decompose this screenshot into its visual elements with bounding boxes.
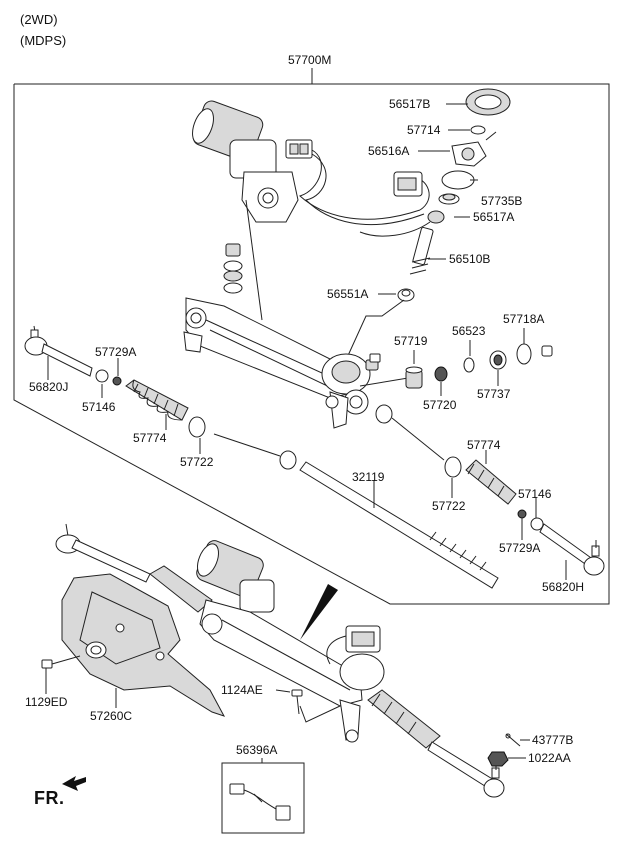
part-label-57729A-right[interactable]: 57729A — [499, 541, 541, 555]
boot-left — [125, 379, 206, 438]
leader-56551A — [345, 299, 405, 361]
part-label-57774-right[interactable]: 57774 — [467, 438, 501, 452]
front-direction-label: FR. — [34, 788, 65, 808]
part-label-56820H[interactable]: 56820H — [542, 580, 585, 594]
part-label-57722-right[interactable]: 57722 — [432, 499, 466, 513]
inner-tie-rod-left — [213, 433, 297, 470]
drivetrain-label: (2WD) — [20, 12, 58, 27]
part-label-1124AE[interactable]: 1124AE — [221, 683, 263, 697]
part-label-56820J[interactable]: 56820J — [29, 380, 69, 394]
pinion-parts — [397, 88, 511, 302]
tie-rod-end-right — [539, 523, 605, 576]
cotter-pin-and-nut — [487, 733, 521, 767]
rack-bar — [299, 461, 499, 589]
part-label-57718A[interactable]: 57718A — [503, 312, 545, 326]
harness-box — [221, 762, 305, 834]
part-label-56510B[interactable]: 56510B — [449, 252, 491, 266]
part-label-57720[interactable]: 57720 — [423, 398, 457, 412]
part-label-57722-left[interactable]: 57722 — [180, 455, 214, 469]
inner-tie-rod-right — [375, 404, 445, 461]
part-label-57735B[interactable]: 57735B — [481, 194, 523, 208]
part-label-56516A[interactable]: 56516A — [368, 144, 410, 158]
part-label-57146-left[interactable]: 57146 — [82, 400, 116, 414]
assembly-arrow — [300, 584, 338, 640]
leader-motor — [245, 199, 263, 321]
part-label-56517B[interactable]: 56517B — [389, 97, 431, 111]
part-label-57146-right[interactable]: 57146 — [518, 487, 552, 501]
steering-type-label: (MDPS) — [20, 33, 67, 48]
part-label-1129ED[interactable]: 1129ED — [25, 695, 68, 709]
heat-shield — [61, 573, 226, 717]
rack-end-parts — [405, 343, 553, 389]
assembled-view — [55, 523, 505, 798]
bolt-1124AE — [291, 689, 341, 723]
wiring-harness — [299, 149, 431, 237]
part-label-57737[interactable]: 57737 — [477, 387, 511, 401]
part-label-57260C[interactable]: 57260C — [90, 709, 133, 723]
mount-bushings — [223, 243, 243, 294]
assembly-boundary — [13, 68, 610, 605]
boot-right — [444, 456, 544, 531]
part-label-57700M[interactable]: 57700M — [288, 53, 332, 67]
mdps-motor-unit — [192, 100, 313, 223]
leader-lines — [45, 103, 567, 763]
leader-57719 — [359, 377, 409, 387]
rack-housing — [183, 297, 381, 429]
part-label-43777B[interactable]: 43777B — [532, 733, 574, 747]
bolt-1129ED — [41, 655, 81, 669]
part-label-1022AA[interactable]: 1022AA — [528, 751, 571, 765]
part-label-56551A[interactable]: 56551A — [327, 287, 369, 301]
part-label-57729A-left[interactable]: 57729A — [95, 345, 137, 359]
part-label-56517A[interactable]: 56517A — [473, 210, 515, 224]
part-label-57719[interactable]: 57719 — [394, 334, 428, 348]
part-label-57774-left[interactable]: 57774 — [133, 431, 167, 445]
part-label-56396A[interactable]: 56396A — [236, 743, 278, 757]
part-label-56523[interactable]: 56523 — [452, 324, 486, 338]
tie-rod-end-left — [24, 325, 122, 386]
part-label-32119[interactable]: 32119 — [352, 470, 385, 484]
front-arrow-icon — [62, 776, 86, 791]
part-label-57714[interactable]: 57714 — [407, 123, 441, 137]
